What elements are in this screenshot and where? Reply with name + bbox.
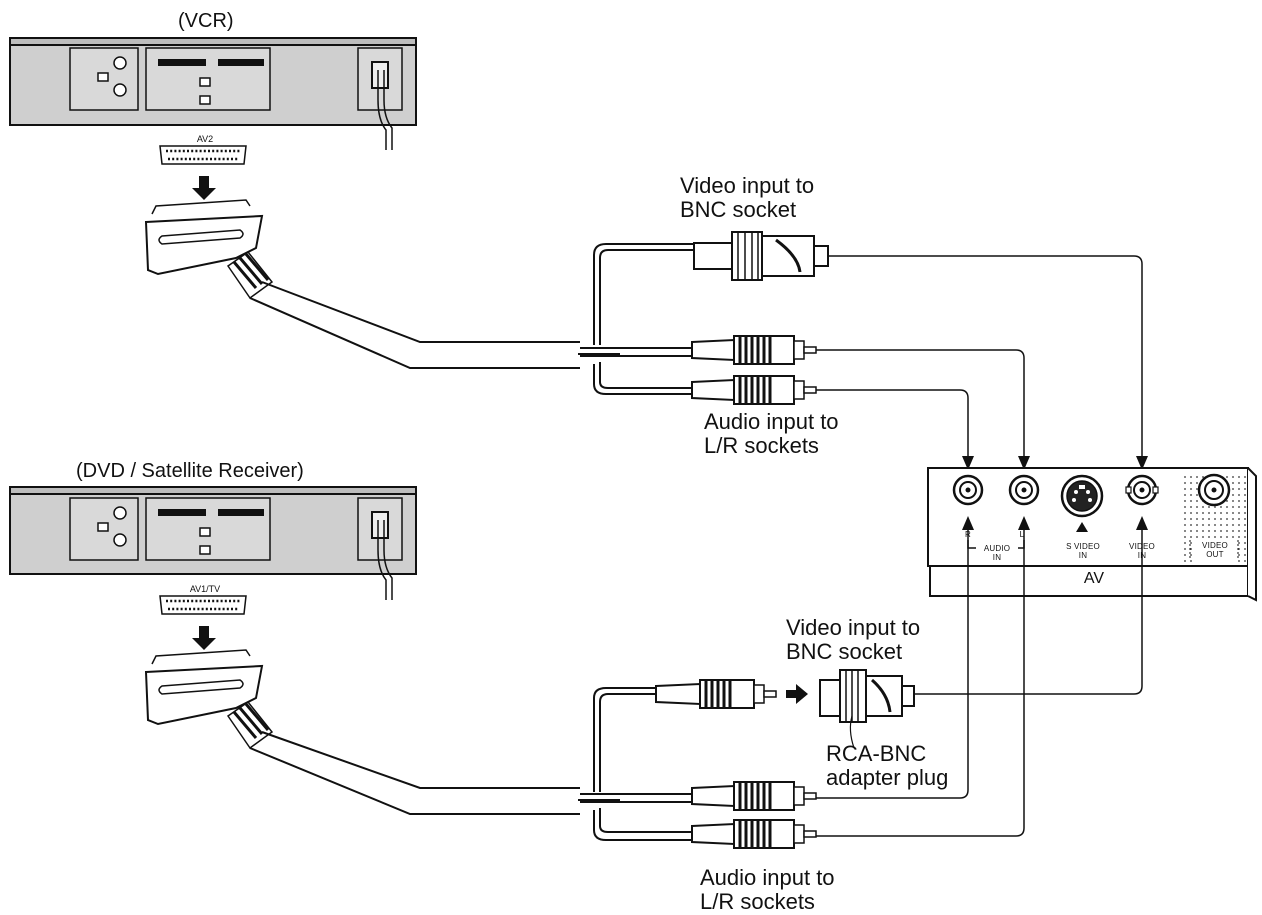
dvd-scart-label: AV1/TV [189,584,221,594]
vcr-title: (VCR) [178,10,234,32]
dvd-device [9,486,417,600]
video-in-label: VIDEO IN [1129,542,1155,560]
dvd-cable [249,731,620,815]
video-in-bnc-socket [1125,474,1159,506]
vcr-cable [249,281,620,369]
dvd-scart-plug [144,649,274,750]
top-bnc-plug [693,231,829,281]
video-out-label: VIDEO OUT [1202,541,1228,559]
top-rca-plug-upper [691,335,817,365]
bottom-arrowheads [962,516,1148,530]
top-arrowheads [962,456,1148,470]
adapter-label: RCA-BNC adapter plug [826,741,949,790]
audio-l-socket [1008,474,1040,506]
rca-bnc-adapter [819,669,915,749]
bottom-signal-lines [816,520,1143,837]
bottom-video-label: Video input to BNC socket [786,615,921,664]
top-breakout-wires [580,243,694,395]
top-video-label: Video input to BNC socket [680,173,815,222]
bottom-audio-label: Audio input to L/R sockets [700,865,835,914]
top-signal-lines [816,255,1143,468]
dvd-down-arrow-icon [192,626,216,650]
audio-in-label: AUDIO IN [976,544,1018,562]
dvd-title: (DVD / Satellite Receiver) [76,460,304,482]
insert-arrow-icon [786,684,808,704]
vcr-scart-socket-icon [159,145,247,165]
video-out-bnc-socket [1197,473,1231,507]
bottom-rca-plug-upper [691,781,817,811]
video-out-bracket [1189,540,1239,560]
top-audio-label: Audio input to L/R sockets [704,409,839,458]
top-rca-plug-lower [691,375,817,405]
s-video-socket [1060,474,1104,518]
audio-r-socket [952,474,984,506]
av-panel-label: AV [1083,570,1105,587]
vcr-down-arrow-icon [192,176,216,200]
vcr-device [9,37,417,150]
dvd-scart-socket-icon [159,595,247,615]
audio-l-label: L [1019,530,1025,539]
s-video-up-arrow-icon [1076,522,1088,532]
s-video-in-label: S VIDEO IN [1066,542,1100,560]
vcr-scart-label: AV2 [196,134,214,144]
audio-r-label: R [965,530,971,539]
vcr-scart-plug [144,199,274,300]
bottom-breakout-wires [580,687,692,841]
bottom-rca-plug-lower [691,819,817,849]
bottom-rca-video-plug [655,679,777,709]
